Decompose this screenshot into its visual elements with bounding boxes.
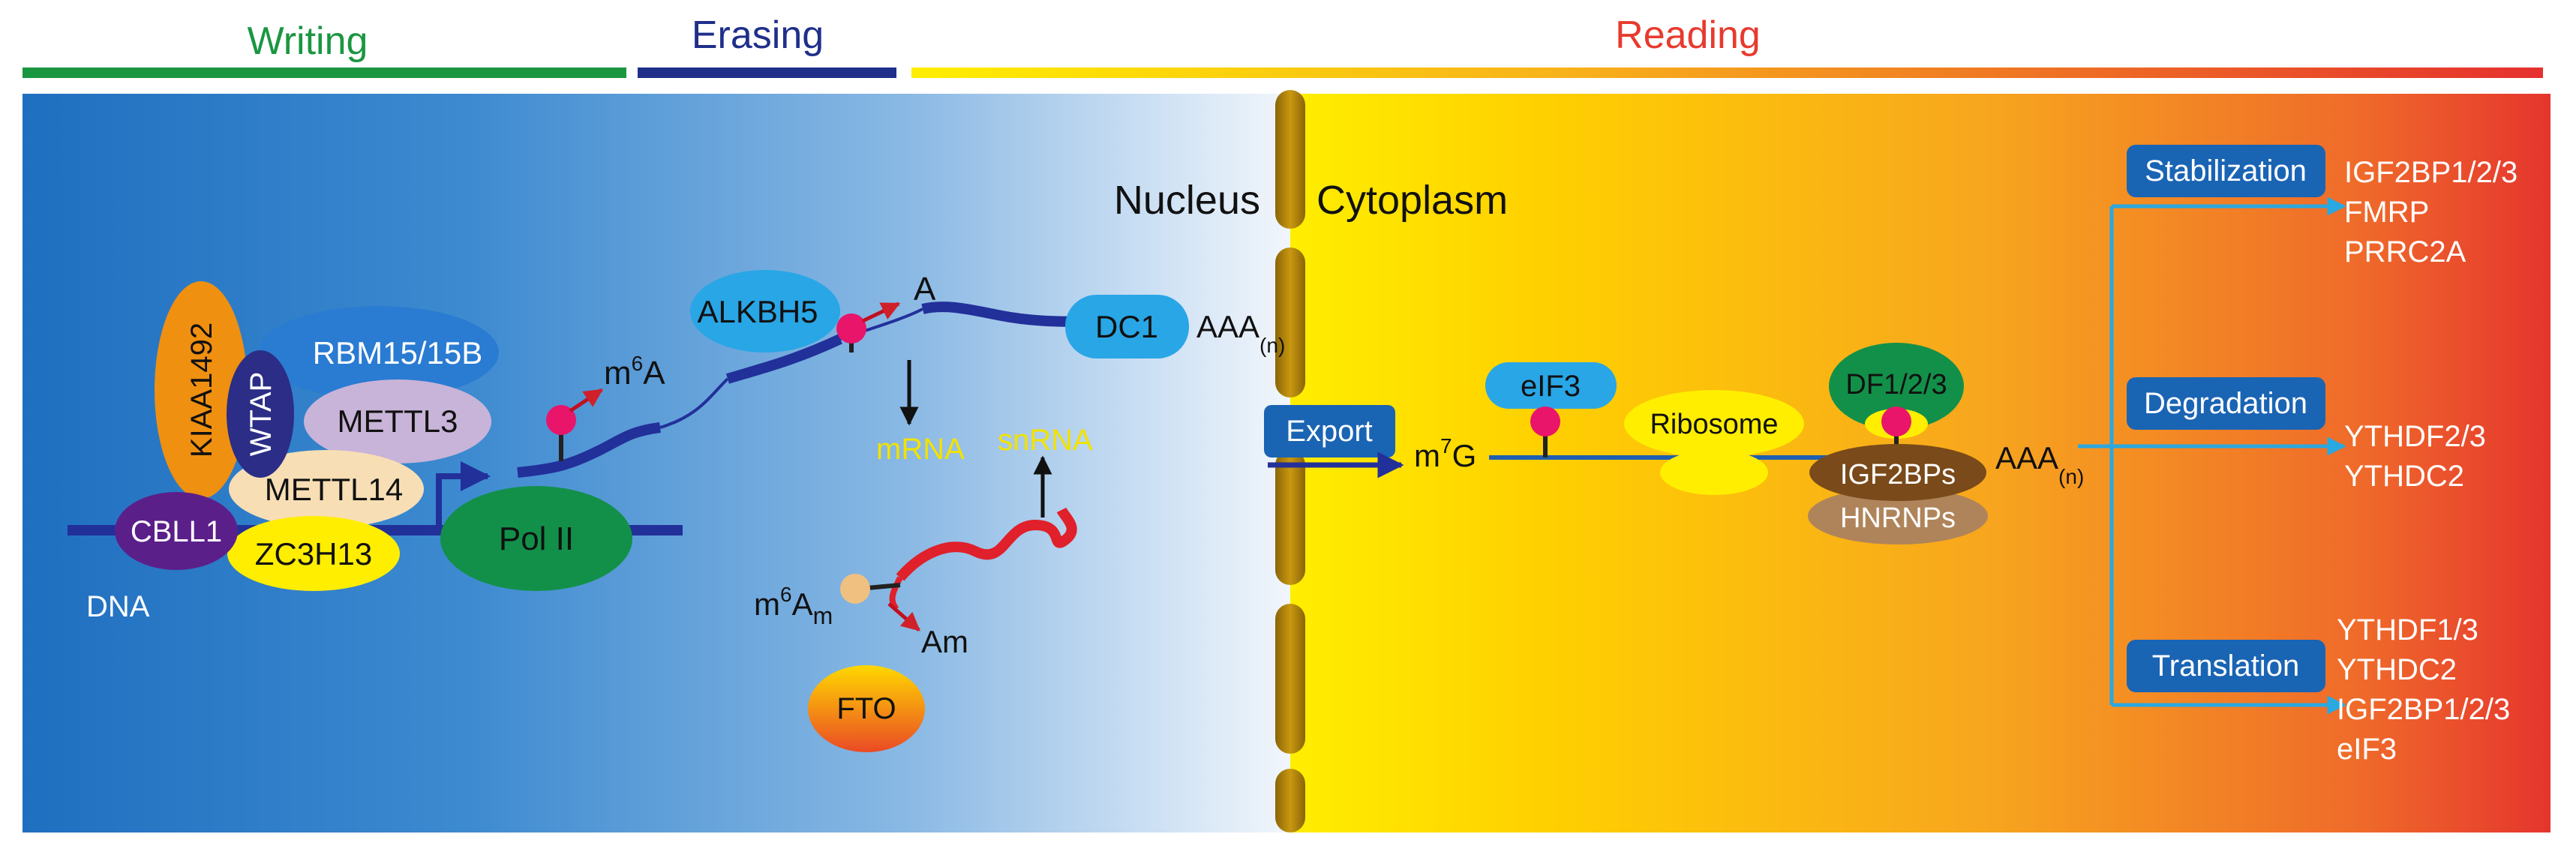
nascent-mrna: m6A ALKBH5 A DC1 AAA(n) mRNA snRNA (517, 270, 1285, 518)
dc1-label: DC1 (1095, 309, 1158, 344)
mettl3-label: METTL3 (337, 404, 458, 439)
mrna-fates: Stabilization Degradation Translation IG… (2078, 145, 2517, 766)
rbm15-protein (259, 306, 499, 399)
phase-writing-bar (23, 68, 626, 78)
dna-label: DNA (86, 590, 150, 623)
nuclear-pore (1275, 450, 1305, 585)
nucleus-label: Nucleus (1114, 178, 1260, 223)
phase-reading-label: Reading (1615, 14, 1761, 57)
rbm15-label: RBM15/15B (313, 335, 482, 370)
demethylation-arrow (861, 302, 901, 323)
demethylation-pin-head (836, 314, 866, 344)
kiaa1492-protein (155, 281, 248, 499)
cytoplasmic-mrna: m7G eIF3 Ribosome DF1/2/3 HNRNPs IGF2BPs… (1414, 343, 2084, 544)
m6am-cap (840, 574, 870, 604)
zc3h13-label: ZC3H13 (255, 536, 372, 572)
m7g-cap-label: m7G (1414, 434, 1476, 473)
snrna-strand (896, 507, 1077, 581)
zc3h13-protein (227, 516, 400, 591)
export-box[interactable] (1264, 405, 1395, 458)
degradation-box[interactable] (2127, 377, 2325, 430)
translation-box[interactable] (2127, 640, 2325, 692)
mettl14-protein (229, 450, 424, 528)
ribosome-small-subunit (1660, 450, 1768, 495)
mrna-strand (659, 377, 729, 429)
igf2bps-protein (1809, 444, 1986, 501)
m6a-pin-head (546, 405, 576, 435)
export-step: Export (1264, 405, 1404, 478)
m6a-label: m6A (604, 352, 665, 392)
igf2bps-label: IGF2BPs (1840, 459, 1956, 490)
translation-reader: IGF2BP1/2/3 (2337, 693, 2510, 726)
am-label: Am (921, 624, 968, 659)
ribosome-label: Ribosome (1650, 409, 1778, 440)
mrna-target-label: mRNA (876, 433, 965, 466)
cbll1-protein (115, 492, 238, 570)
nuclear-pore (1275, 248, 1305, 398)
transcription-start-arrow (436, 461, 491, 527)
hnrnps-label: HNRNPs (1840, 502, 1956, 534)
fto-protein (808, 665, 925, 752)
eif3-pin-head (1530, 406, 1560, 436)
stabilization-label: Stabilization (2145, 154, 2307, 188)
writer-complex: DNA KIAA1492 RBM15/15B METTL3 METTL14 WT… (68, 281, 683, 623)
wtap-label: WTAP (245, 372, 278, 457)
nuclear-pore (1275, 604, 1305, 754)
ythdf-label: DF1/2/3 (1845, 369, 1947, 400)
export-label: Export (1286, 415, 1373, 448)
phase-writing-label: Writing (248, 20, 368, 63)
ythdf-protein (1829, 343, 1964, 430)
translation-reader: eIF3 (2337, 733, 2397, 766)
nuclear-polya-label: AAA(n) (1196, 309, 1285, 357)
stabilization-reader: PRRC2A (2344, 236, 2466, 268)
fto-label: FTO (836, 692, 896, 725)
nuclear-membrane (1275, 90, 1305, 832)
degradation-reader: YTHDF2/3 (2344, 420, 2486, 453)
degradation-label: Degradation (2144, 387, 2307, 420)
hnrnps-protein (1808, 488, 1988, 544)
stabilization-reader: IGF2BP1/2/3 (2344, 156, 2517, 189)
snrna-target-label: snRNA (998, 424, 1093, 457)
kiaa1492-label: KIAA1492 (185, 322, 218, 458)
cytoplasm-label: Cytoplasm (1317, 178, 1508, 223)
pol2-protein (440, 486, 632, 591)
adenosine-label: A (914, 271, 936, 308)
phase-header: Writing Erasing Reading (23, 14, 2543, 78)
am-conversion-arrow (887, 602, 920, 632)
wtap-protein (227, 350, 294, 478)
mrna-strand (921, 302, 1096, 327)
df-pin-head (1881, 406, 1911, 436)
phase-erasing-bar (638, 68, 896, 78)
alkbh5-label: ALKBH5 (697, 294, 818, 329)
mettl3-protein (304, 380, 491, 464)
dc1-protein (1065, 295, 1189, 358)
translation-label: Translation (2152, 650, 2299, 682)
translation-reader: YTHDC2 (2337, 653, 2457, 686)
mrna-strand (725, 334, 842, 384)
alkbh5-protein (690, 270, 840, 352)
phase-reading-bar (911, 68, 2543, 78)
pol2-label: Pol II (499, 520, 574, 557)
snrna-structure: m6Am Am FTO (754, 507, 1077, 752)
m6a-methyl-arrow (569, 388, 604, 413)
nuclear-pore (1275, 769, 1305, 832)
phase-erasing-label: Erasing (692, 14, 824, 57)
mrna-strand (517, 422, 661, 478)
stabilization-box[interactable] (2127, 145, 2325, 197)
eif3-protein (1485, 362, 1617, 409)
ribosome-large-subunit (1624, 390, 1804, 458)
eif3-label: eIF3 (1521, 370, 1581, 403)
mettl14-label: METTL14 (265, 472, 403, 507)
nuclear-pore (1275, 90, 1305, 229)
cbll1-label: CBLL1 (131, 515, 222, 548)
m6am-label: m6Am (754, 583, 833, 629)
degradation-reader: YTHDC2 (2344, 460, 2464, 493)
stabilization-reader: FMRP (2344, 196, 2429, 229)
cytoplasmic-polya-label: AAA(n) (1995, 440, 2084, 488)
translation-reader: YTHDF1/3 (2337, 614, 2478, 646)
